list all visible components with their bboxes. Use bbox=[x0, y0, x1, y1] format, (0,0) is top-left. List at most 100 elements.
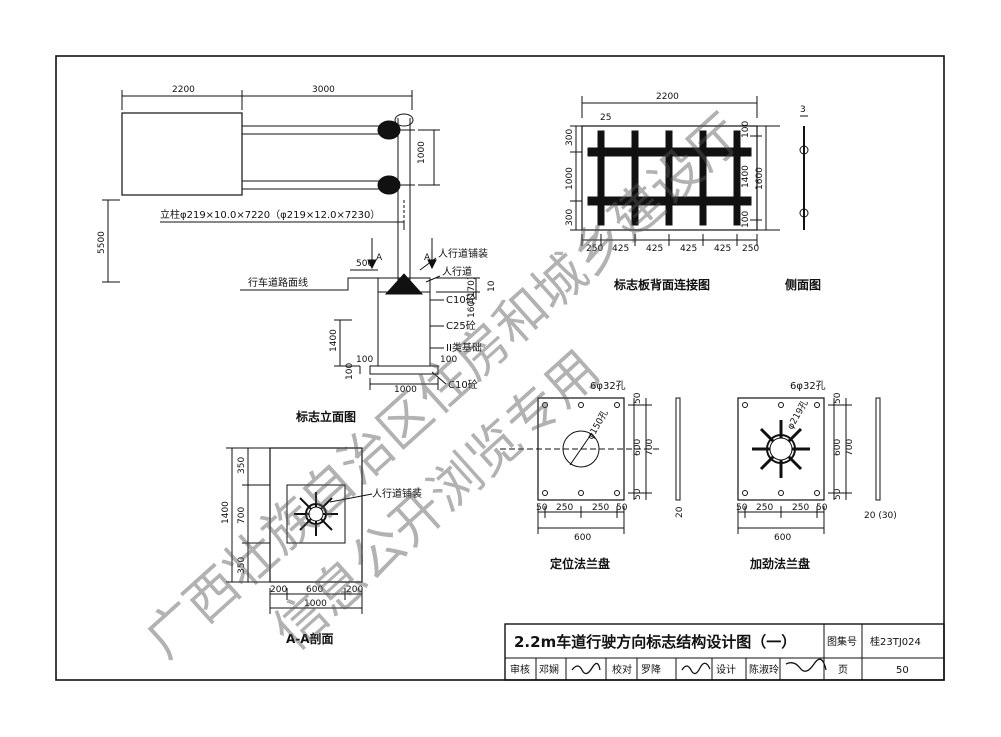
page-label: 页 bbox=[838, 664, 848, 676]
back-dim-25: 25 bbox=[600, 113, 611, 123]
back-dim-300-bottom: 300 bbox=[565, 209, 575, 226]
back-bottom-dim: 250 bbox=[586, 244, 603, 254]
side-view-caption: 侧面图 bbox=[785, 277, 821, 292]
sidewalk-label: 人行道 bbox=[442, 265, 472, 278]
sheet-border bbox=[55, 55, 945, 681]
reviewer-name: 邓娴 bbox=[539, 663, 559, 676]
watermark-line-1: 广西壮族自治区住房和城乡建设厅 bbox=[135, 103, 755, 670]
sign-panel bbox=[121, 112, 243, 196]
back-view-caption: 标志板背面连接图 bbox=[613, 277, 710, 292]
stiffened-bottom-dim: 50 bbox=[736, 503, 748, 513]
check-label: 校对 bbox=[612, 663, 632, 676]
back-dim-100-top: 100 bbox=[741, 121, 751, 138]
dim-1000-bottom: 1000 bbox=[394, 385, 417, 395]
dim-10: 10 bbox=[487, 280, 497, 292]
stiffened-dim-700: 700 bbox=[845, 439, 855, 456]
back-bottom-dim: 250 bbox=[742, 244, 759, 254]
stiffened-bottom-dim: 250 bbox=[792, 503, 809, 513]
designer-name: 陈淑玲 bbox=[749, 663, 779, 676]
stiffened-dim-50-bottom: 50 bbox=[833, 488, 843, 500]
section-paving-label: 人行道铺装 bbox=[372, 487, 422, 500]
section-bottom-dim: 200 bbox=[270, 585, 287, 595]
section-dim-350-bottom: 350 bbox=[237, 557, 247, 574]
dim-100-c: 100 bbox=[440, 355, 457, 365]
back-dim-100-bottom: 100 bbox=[741, 211, 751, 228]
locating-dim-700: 700 bbox=[645, 439, 655, 456]
drawing-title: 2.2m车道行驶方向标志结构设计图（一） bbox=[514, 633, 796, 651]
stiffened-dim-600-v: 600 bbox=[833, 439, 843, 456]
back-dim-1000: 1000 bbox=[565, 167, 575, 190]
back-dim-300-top: 300 bbox=[565, 129, 575, 146]
stiffened-inner-label: φ219孔 bbox=[785, 398, 811, 431]
back-bottom-dim: 425 bbox=[646, 244, 663, 254]
section-caption: A-A剖面 bbox=[286, 631, 334, 646]
checker-name: 罗降 bbox=[641, 663, 661, 676]
section-bottom-dim: 200 bbox=[346, 585, 363, 595]
stiffened-dim-50-top: 50 bbox=[833, 392, 843, 404]
elevation-caption: 标志立面图 bbox=[295, 409, 356, 424]
signature-marks bbox=[571, 658, 827, 675]
c10-bottom-label: C10砼 bbox=[448, 378, 478, 391]
back-view bbox=[570, 96, 780, 246]
stiffened-flange bbox=[737, 397, 881, 534]
locating-bottom-dim: 250 bbox=[556, 503, 573, 513]
section-mark-a-left: A bbox=[376, 253, 383, 263]
review-label: 审核 bbox=[510, 663, 530, 676]
sidewalk-paving-label: 人行道铺装 bbox=[438, 247, 488, 260]
section-bottom-dim: 600 bbox=[306, 585, 323, 595]
c25-label: C25砼 bbox=[446, 319, 476, 332]
c10-top-label: C10砼 bbox=[446, 293, 476, 306]
section-dim-350-top: 350 bbox=[237, 457, 247, 474]
dim-5500: 5500 bbox=[97, 231, 107, 254]
locating-hole-label: 6φ32孔 bbox=[590, 380, 626, 392]
dim-1000-right: 1000 bbox=[417, 141, 427, 164]
section-dim-700: 700 bbox=[237, 507, 247, 524]
foundation-block bbox=[377, 291, 431, 367]
dim-1400-elev: 1400 bbox=[329, 329, 339, 352]
section-dim-1000: 1000 bbox=[304, 599, 327, 609]
back-bottom-dim: 425 bbox=[714, 244, 731, 254]
elevation-view bbox=[102, 90, 480, 390]
section-a-a bbox=[226, 447, 373, 614]
subgrade-label: II类基础 bbox=[446, 341, 482, 354]
dim-100-b: 100 bbox=[345, 363, 355, 380]
dim-160: 160(170) bbox=[467, 277, 477, 318]
road-line-label: 行车道路面线 bbox=[248, 276, 308, 289]
locating-dim-50-bottom: 50 bbox=[633, 488, 643, 500]
dim-2200-top: 2200 bbox=[172, 85, 195, 95]
locating-bottom-dim: 50 bbox=[616, 503, 628, 513]
back-bottom-dim: 425 bbox=[680, 244, 697, 254]
dim-100-a: 100 bbox=[356, 355, 373, 365]
side-view bbox=[799, 115, 809, 230]
back-dim-1400: 1400 bbox=[741, 165, 751, 188]
post-spec-label: 立柱φ219×10.0×7220（φ219×12.0×7230） bbox=[160, 208, 380, 221]
title-block bbox=[504, 623, 945, 681]
page-number: 50 bbox=[896, 665, 909, 676]
locating-dim-600-h: 600 bbox=[574, 533, 591, 543]
locating-inner-label: φ150孔 bbox=[585, 408, 611, 441]
locating-dim-50-top: 50 bbox=[633, 392, 643, 404]
section-dim-1400: 1400 bbox=[221, 501, 231, 524]
section-mark-a-right: A bbox=[424, 253, 431, 263]
locating-bottom-dim: 50 bbox=[536, 503, 548, 513]
atlas-label: 图集号 bbox=[827, 635, 857, 648]
stiffened-bottom-dim: 50 bbox=[816, 503, 828, 513]
side-dim-3: 3 bbox=[800, 105, 806, 115]
dim-3000-top: 3000 bbox=[312, 85, 335, 95]
locating-flange bbox=[500, 397, 681, 534]
locating-bottom-dim: 250 bbox=[592, 503, 609, 513]
locating-caption: 定位法兰盘 bbox=[550, 556, 610, 571]
back-dim-2200: 2200 bbox=[656, 92, 679, 102]
design-label: 设计 bbox=[716, 663, 736, 676]
stiffened-dim-20: 20 (30) bbox=[864, 511, 897, 521]
locating-dim-600-v: 600 bbox=[633, 439, 643, 456]
back-dim-1600: 1600 bbox=[755, 167, 765, 190]
stiffened-hole-label: 6φ32孔 bbox=[790, 380, 826, 392]
stiffened-bottom-dim: 250 bbox=[756, 503, 773, 513]
atlas-number: 桂23TJ024 bbox=[870, 635, 921, 648]
dim-500: 500 bbox=[356, 259, 373, 269]
locating-dim-20: 20 bbox=[675, 506, 685, 518]
back-bottom-dim: 425 bbox=[612, 244, 629, 254]
stiffened-caption: 加劲法兰盘 bbox=[749, 556, 810, 571]
